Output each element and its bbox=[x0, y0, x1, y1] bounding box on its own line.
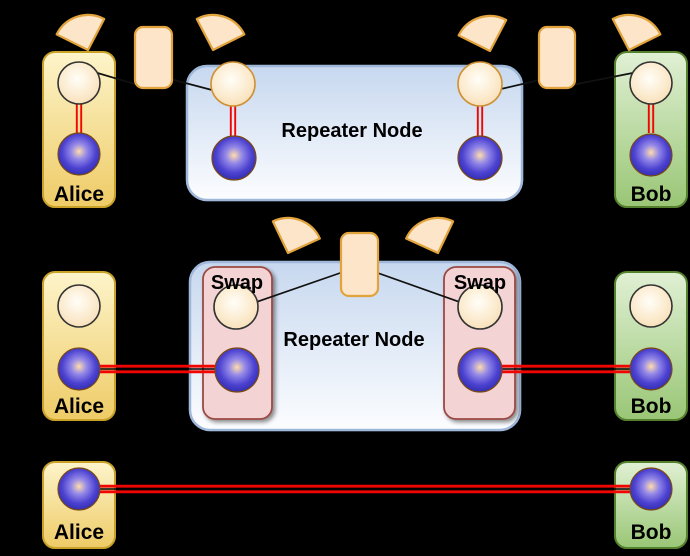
bob-label: Bob bbox=[631, 183, 672, 206]
photonic-qubit-circle bbox=[57, 284, 101, 328]
memory-qubit-sphere bbox=[629, 467, 673, 511]
memory-qubit-sphere bbox=[629, 133, 673, 177]
photonic-qubit-circle bbox=[213, 284, 259, 330]
swap-label-right: Swap bbox=[454, 272, 506, 294]
detector-icon bbox=[454, 8, 515, 60]
memory-qubit-sphere bbox=[629, 347, 673, 391]
fiber-line bbox=[97, 72, 139, 86]
entanglement-link bbox=[75, 104, 83, 133]
repeater-label: Repeater Node bbox=[283, 329, 424, 351]
detector-icon bbox=[604, 7, 665, 59]
bsm-device bbox=[339, 231, 380, 298]
detector-icon bbox=[188, 7, 249, 59]
entanglement-link bbox=[100, 484, 630, 494]
memory-qubit-sphere bbox=[457, 347, 503, 393]
detector-icon bbox=[401, 210, 463, 263]
swap-label-left: Swap bbox=[211, 272, 263, 294]
photonic-qubit-circle bbox=[629, 61, 673, 105]
memory-qubit-sphere bbox=[214, 347, 260, 393]
fiber-line bbox=[500, 78, 545, 90]
row-entanglement-swapping: Swap Swap Repeater Node Alice Bob bbox=[42, 210, 688, 432]
detector-icon bbox=[263, 210, 325, 263]
memory-qubit-sphere bbox=[57, 347, 101, 391]
photonic-qubit-circle bbox=[457, 61, 503, 107]
fiber-line bbox=[169, 78, 213, 91]
photonic-qubit-circle bbox=[57, 61, 101, 105]
bob-label: Bob bbox=[631, 521, 672, 544]
photonic-qubit-circle bbox=[210, 61, 256, 107]
row-end-to-end-entanglement: Alice Bob bbox=[42, 461, 688, 549]
entanglement-link bbox=[100, 364, 215, 374]
row-entanglement-generation: Alice Repeater Node Bob bbox=[42, 7, 688, 208]
alice-label: Alice bbox=[54, 183, 104, 206]
memory-qubit-sphere bbox=[211, 135, 257, 181]
memory-qubit-sphere bbox=[57, 132, 101, 176]
alice-label: Alice bbox=[54, 521, 104, 544]
photonic-qubit-circle bbox=[629, 284, 673, 328]
detector-icon bbox=[52, 7, 113, 59]
entanglement-link bbox=[229, 106, 237, 136]
memory-qubit-sphere bbox=[57, 467, 101, 511]
repeater-node-box bbox=[185, 64, 524, 202]
alice-label: Alice bbox=[54, 395, 104, 418]
entanglement-link bbox=[476, 106, 484, 136]
photonic-qubit-circle bbox=[457, 284, 503, 330]
fiber-line bbox=[374, 271, 459, 303]
memory-qubit-sphere bbox=[457, 135, 503, 181]
entanglement-link bbox=[647, 104, 655, 133]
repeater-label: Repeater Node bbox=[281, 120, 422, 142]
bsm-device bbox=[537, 25, 577, 90]
entanglement-link bbox=[502, 364, 630, 374]
fiber-line bbox=[257, 271, 344, 303]
bsm-device bbox=[133, 25, 174, 90]
fiber-line bbox=[571, 72, 633, 86]
bob-label: Bob bbox=[631, 395, 672, 418]
